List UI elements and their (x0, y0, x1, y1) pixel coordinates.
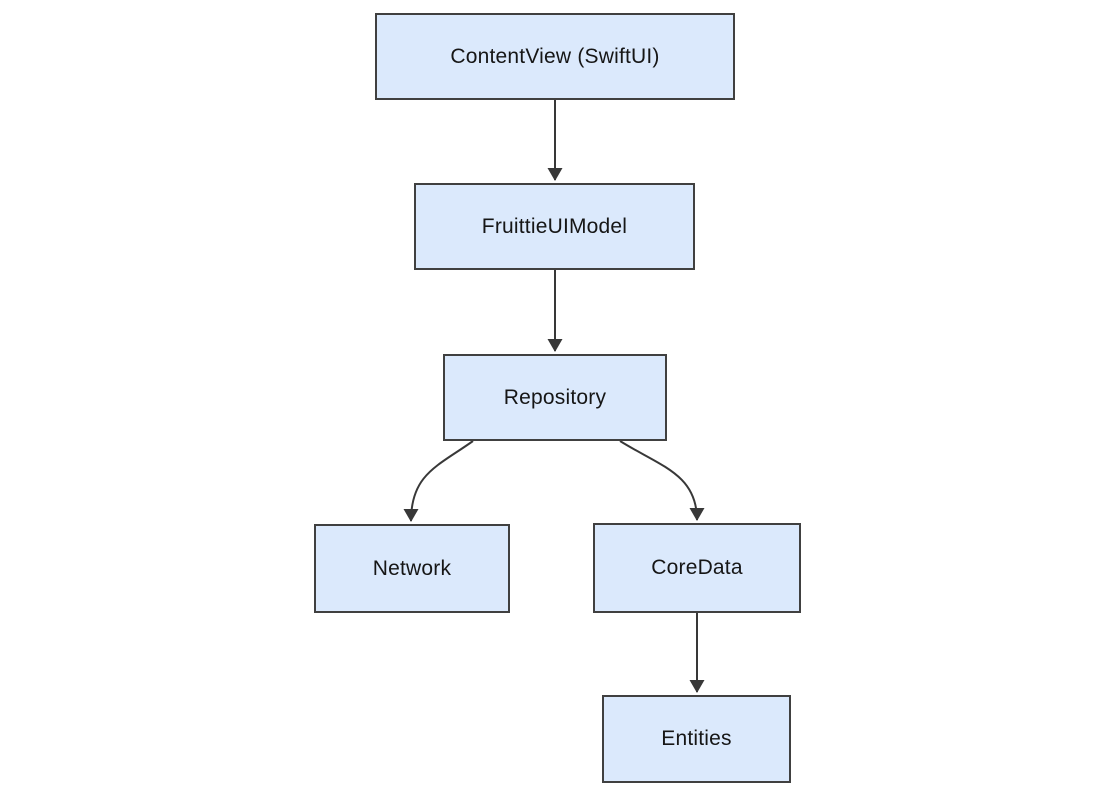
node-fruittieuimodel-label: FruittieUIModel (481, 214, 628, 238)
node-repository-label: Repository (503, 385, 607, 409)
node-contentview-label: ContentView (SwiftUI) (450, 44, 660, 68)
node-coredata-label: CoreData (651, 556, 743, 579)
node-network-label: Network (372, 556, 452, 580)
node-network: Network (314, 524, 510, 613)
node-entities-label: Entities (661, 727, 732, 750)
node-fruittieuimodel: FruittieUIModel (414, 183, 695, 270)
node-entities: Entities (602, 695, 791, 783)
node-repository: Repository (443, 354, 667, 441)
node-coredata: CoreData (593, 523, 801, 613)
node-contentview: ContentView (SwiftUI) (375, 13, 735, 100)
edge-coredata-arrow (619, 440, 705, 521)
edge-repository-network (403, 440, 474, 522)
